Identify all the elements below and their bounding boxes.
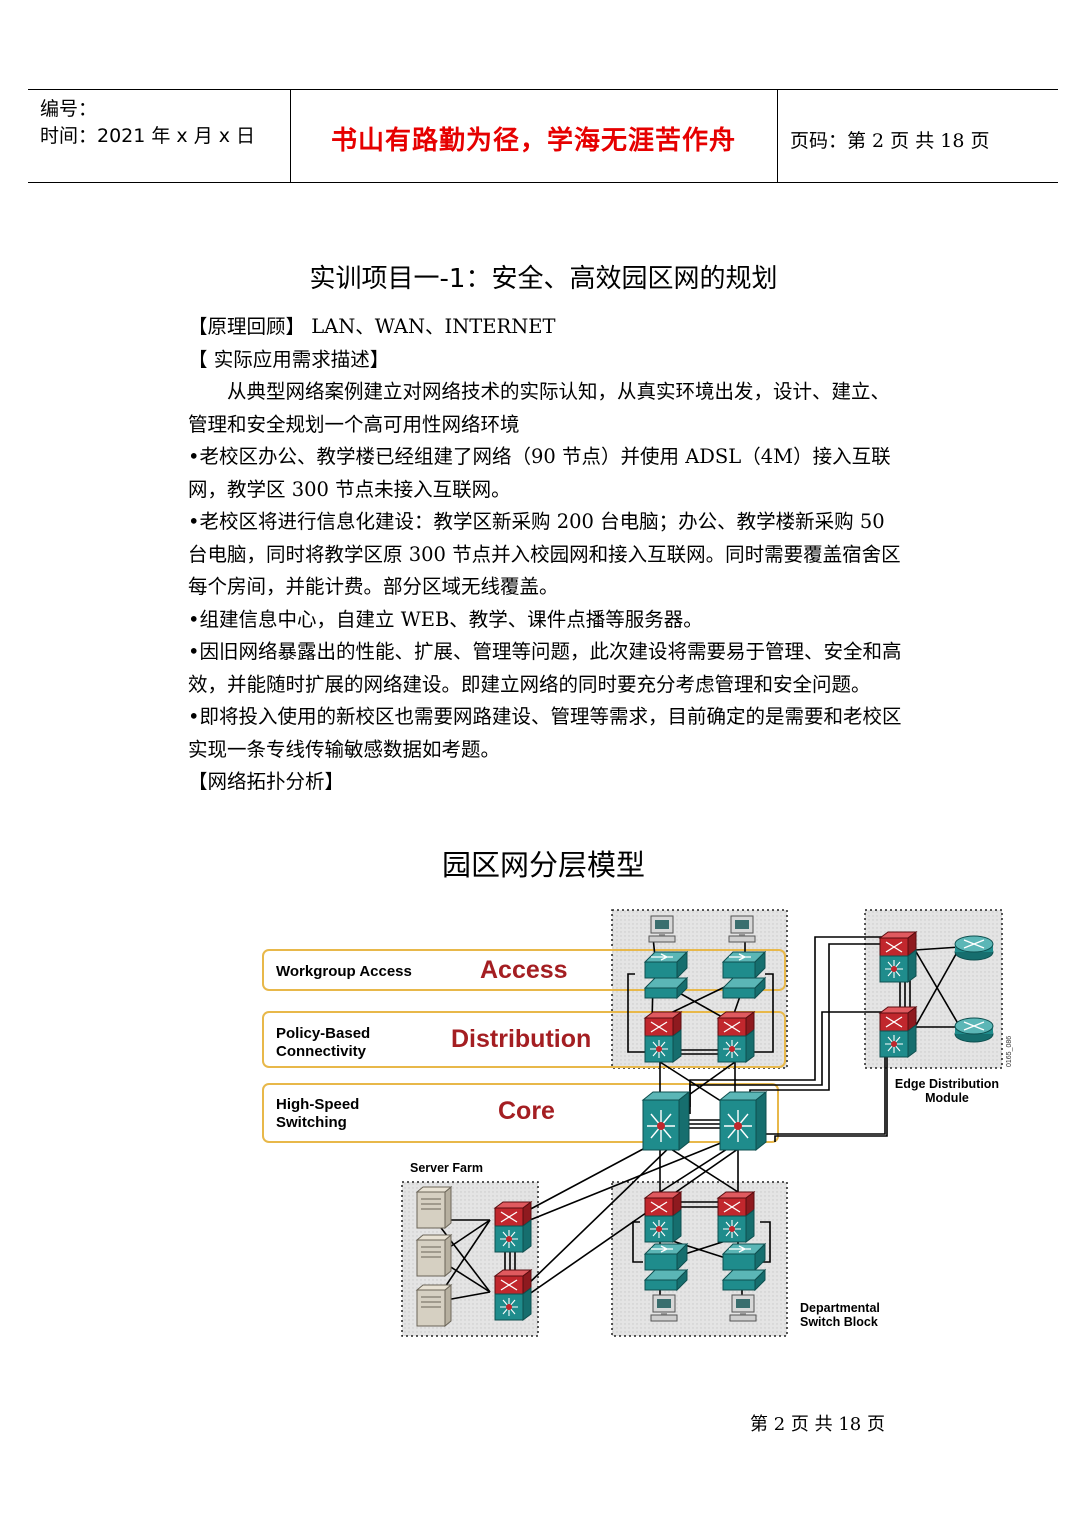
layer-name-distribution: Distribution xyxy=(451,1025,591,1053)
page-info: 页码：第 2 页 共 18 页 xyxy=(790,130,990,152)
paragraph-requirement-heading: 【 实际应用需求描述】 xyxy=(188,347,390,371)
header-page-cell: 页码：第 2 页 共 18 页 xyxy=(778,90,1058,182)
paragraph-principle: 【原理回顾】 LAN、WAN、INTERNET xyxy=(188,315,556,338)
core-switch-icon xyxy=(642,1091,690,1151)
server-icon xyxy=(416,1234,452,1277)
paragraph-intro: 从典型网络案例建立对网络技术的实际认知，从真实环境出发，设计、建立、管理和安全规… xyxy=(188,380,891,436)
page-footer: 第 2 页 共 18 页 xyxy=(750,1414,885,1435)
campus-network-diagram: Workgroup Access Access Policy-BasedConn… xyxy=(262,909,1013,1337)
distribution-multilayer-switch-icon xyxy=(717,1011,755,1063)
document-title: 实训项目一-1：安全、高效园区网的规划 xyxy=(309,264,778,294)
access-switch-icon xyxy=(722,951,766,999)
motto: 书山有路勤为径，学海无涯苦作舟 xyxy=(330,126,736,156)
paragraph-bullet-3: •组建信息中心，自建立 WEB、教学、课件点播等服务器。 xyxy=(188,607,703,631)
edge-multilayer-switch-icon xyxy=(879,1006,917,1058)
number-label: 编号： xyxy=(40,98,98,120)
header-meta-cell: 编号： 时间：2021 年 x 月 x 日 xyxy=(28,90,291,182)
page-header: 编号： 时间：2021 年 x 月 x 日 书山有路勤为径，学海无涯苦作舟 页码… xyxy=(28,89,1058,183)
layer-label-access: Workgroup Access xyxy=(276,963,412,980)
server-farm-label: Server Farm xyxy=(410,1161,483,1175)
server-icon xyxy=(416,1186,452,1229)
paragraph-bullet-4: •因旧网络暴露出的性能、扩展、管理等问题，此次建设将需要易于管理、安全和高效，并… xyxy=(188,640,902,696)
paragraph-bullet-5: •即将投入使用的新校区也需要网路建设、管理等需求，目前确定的是需要和老校区实现一… xyxy=(188,705,902,761)
access-pc-icon xyxy=(648,915,676,943)
server-farm-multilayer-switch-icon xyxy=(494,1269,532,1321)
edge-router-icon xyxy=(954,1017,994,1043)
departmental-switch-icon xyxy=(644,1243,688,1291)
layer-band-core xyxy=(262,1083,779,1143)
edge-router-icon xyxy=(954,935,994,961)
paragraph-bullet-1: •老校区办公、教学楼已经组建了网络（90 节点）并使用 ADSL（4M）接入互联… xyxy=(188,445,891,501)
paragraph-bullet-2: •老校区将进行信息化建设：教学区新采购 200 台电脑；办公、教学楼新采购 50… xyxy=(188,510,901,598)
figure-code: 0165_086 xyxy=(1006,1036,1013,1067)
layer-band-distribution xyxy=(262,1011,786,1068)
access-pc-icon xyxy=(728,915,756,943)
server-farm-multilayer-switch-icon xyxy=(494,1201,532,1253)
time-label: 时间：2021 年 x 月 x 日 xyxy=(40,125,256,147)
access-switch-icon xyxy=(644,951,688,999)
core-switch-icon xyxy=(719,1091,767,1151)
document-body: 【原理回顾】 LAN、WAN、INTERNET 【 实际应用需求描述】 从典型网… xyxy=(188,311,908,799)
departmental-pc-icon xyxy=(650,1294,678,1322)
edge-multilayer-switch-icon xyxy=(879,931,917,983)
header-motto-cell: 书山有路勤为径，学海无涯苦作舟 xyxy=(290,90,778,182)
server-icon xyxy=(416,1284,452,1327)
layer-name-access: Access xyxy=(480,956,568,984)
layer-band-access xyxy=(262,949,786,991)
departmental-switch-icon xyxy=(722,1243,766,1291)
departmental-multilayer-switch-icon xyxy=(644,1191,682,1243)
distribution-multilayer-switch-icon xyxy=(644,1011,682,1063)
figure-title: 园区网分层模型 xyxy=(441,848,645,882)
paragraph-topology-heading: 【网络拓扑分析】 xyxy=(188,770,345,793)
departmental-pc-icon xyxy=(729,1294,757,1322)
departmental-multilayer-switch-icon xyxy=(717,1191,755,1243)
layer-name-core: Core xyxy=(498,1097,555,1125)
